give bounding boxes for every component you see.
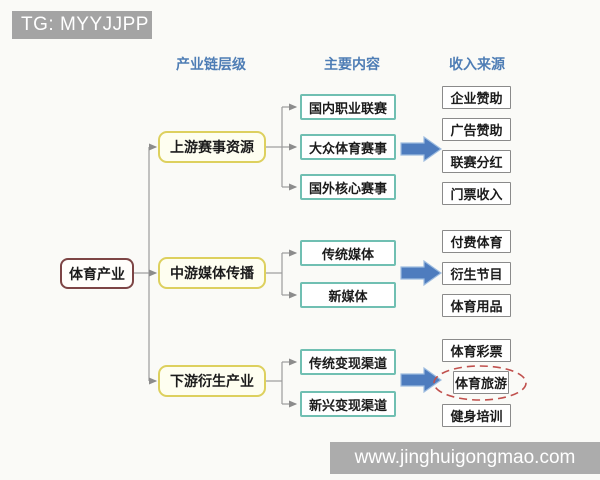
highlight-ellipse-sports-tourism (433, 365, 527, 401)
content-box-mass-sports-events: 大众体育赛事 (300, 134, 396, 160)
revenue-box-sporting-goods: 体育用品 (442, 294, 511, 317)
flow-arrow-midstream-icon (400, 259, 443, 287)
revenue-box-sports-lottery: 体育彩票 (442, 339, 511, 362)
content-box-domestic-pro-league: 国内职业联赛 (300, 94, 396, 120)
revenue-box-sports-tourism: 体育旅游 (453, 371, 509, 394)
revenue-box-paid-sports: 付费体育 (442, 230, 511, 253)
node-sports-industry: 体育产业 (60, 258, 134, 289)
flow-arrow-upstream-icon (400, 135, 443, 163)
revenue-box-derivative-programs: 衍生节目 (442, 262, 511, 285)
node-downstream-derivative: 下游衍生产业 (158, 365, 266, 397)
revenue-box-ad-sponsorship: 广告赞助 (442, 118, 511, 141)
content-box-foreign-core-events: 国外核心赛事 (300, 174, 396, 200)
node-upstream-event-resources: 上游赛事资源 (158, 131, 266, 163)
tg-watermark-badge: TG: MYYJJPP (12, 11, 152, 39)
revenue-box-ticket-revenue: 门票收入 (442, 182, 511, 205)
column-header-revenue-source: 收入来源 (449, 56, 505, 72)
tree-connectors (134, 103, 298, 408)
revenue-box-fitness-training: 健身培训 (442, 404, 511, 427)
node-midstream-media: 中游媒体传播 (158, 257, 266, 289)
footer-url-watermark: www.jinghuigongmao.com (330, 442, 600, 474)
content-box-new-media: 新媒体 (300, 282, 396, 308)
content-box-traditional-media: 传统媒体 (300, 240, 396, 266)
flow-arrows (400, 135, 443, 394)
column-header-main-content: 主要内容 (324, 56, 380, 72)
revenue-box-corporate-sponsorship: 企业赞助 (442, 86, 511, 109)
flow-arrow-downstream-icon (400, 366, 443, 394)
column-header-industry-chain-level: 产业链层级 (176, 56, 246, 72)
content-box-new-monetization: 新兴变现渠道 (300, 391, 396, 417)
revenue-box-league-dividends: 联赛分红 (442, 150, 511, 173)
content-box-traditional-monetization: 传统变现渠道 (300, 349, 396, 375)
